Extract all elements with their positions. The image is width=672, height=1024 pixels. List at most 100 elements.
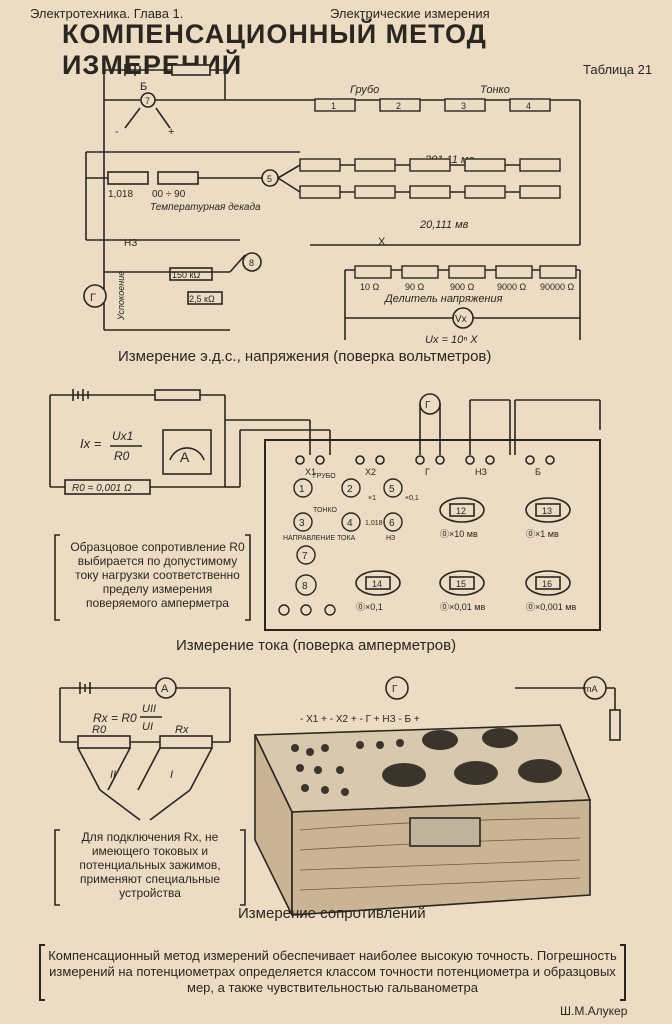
terminal-post [315,455,325,465]
panel-direction: НАПРАВЛЕНИЕ ТОКА [283,535,356,542]
terminal-post [375,455,385,465]
panel-nz: НЗ [386,535,395,542]
svg-text:4: 4 [526,101,531,111]
svg-text:5: 5 [267,174,272,184]
terminal-post [415,455,425,465]
svg-text:2: 2 [396,101,401,111]
terminal-label: Б [535,467,541,477]
note-r0: Образцовое сопротивление R0 выбирается п… [70,540,245,610]
divider-value: 900 Ω [450,282,475,292]
resistor-rheostat [171,64,211,76]
temperature-decade-label: Температурная декада [150,202,261,213]
potentiometer-panel [264,439,601,631]
knob-label: ⓪×0,1 [356,602,383,612]
knob-label: ⓪×0,001 мв [526,602,576,612]
svg-text:7: 7 [302,551,308,562]
svg-text:Г: Г [392,684,398,695]
terminal-post [525,455,535,465]
current-formula-den: R0 [114,449,130,463]
svg-text:8: 8 [249,258,254,268]
svg-text:-: - [115,126,119,138]
potentiometer-box-front [291,799,591,916]
footer-text: Компенсационный метод измерений обеспечи… [48,948,617,995]
coarse-label: Грубо [350,84,379,96]
ux-formula: Ux = 10ⁿ X [425,334,478,346]
knob-window [449,503,475,517]
voltmeter-label: Vx [455,314,467,325]
knob-number: 12 [456,506,466,516]
knob-label: ⓪×0,01 мв [440,602,485,612]
r0-3-label: R0 [92,724,107,736]
knob-number: 16 [542,579,552,589]
diagram-resistance-measurement: A Rx = R0 UII UI R0 Rx II I Г mA - X1 + … [54,676,621,916]
r0-label: R0 = 0,001 Ω [72,483,132,494]
rx-formula: Rx = R0 [93,711,137,725]
x-label: X [378,236,386,248]
svg-text:5: 5 [389,484,395,495]
knob-number: 14 [372,579,382,589]
knob-window [535,576,561,590]
chapter-label: Электротехника. Глава 1. [30,6,184,21]
knob-label: ⓪×10 мв [440,529,478,539]
caption-emf: Измерение э.д.с., напряжения (поверка во… [118,348,492,365]
caption-current: Измерение тока (поверка амперметров) [176,637,457,654]
svg-text:Г: Г [425,400,431,411]
current-formula-left: Ix = [80,436,102,451]
panel-x1: ×1 [368,495,376,502]
damping-label: Успокоение [116,271,126,321]
resistor-25k: 2,5 кΩ [189,294,215,304]
terminal-post [355,455,365,465]
svg-text:6: 6 [389,518,395,529]
svg-text:1: 1 [331,101,336,111]
svg-text:3: 3 [461,101,466,111]
knob-window [449,576,475,590]
terminal-post [485,455,495,465]
fine-label: Тонко [480,84,510,96]
knob-label: ⓪×1 мв [526,529,559,539]
galvanometer-label: Г [90,292,96,304]
section-label: Электрические измерения [330,6,490,21]
divider-value: 10 Ω [360,282,380,292]
ammeter3-label: A [161,683,169,695]
knob-window [365,576,391,590]
node-I-label: I [170,769,173,781]
svg-text:4: 4 [347,518,353,529]
terminal-label: Г [425,467,430,477]
voltmeter-symbol [452,307,474,329]
panel-x01: ×0,1 [405,495,419,502]
panel-1018: 1,018 [365,520,383,527]
divider-value: 90000 Ω [540,282,575,292]
knob-number: 15 [456,579,466,589]
nz-label: НЗ [124,238,137,249]
panel-coarse: ГРУБО [313,473,336,480]
svg-text:2: 2 [347,484,353,495]
rx-formula-den: UI [142,721,153,733]
node-II-label: II [110,769,116,781]
svg-text:8: 8 [302,581,308,592]
table-number: Таблица 21 [583,62,653,77]
terminal-post [295,455,305,465]
diagram-emf-measurement: Б 7 - + 1 2 3 4 Грубо Тонко 1,018 00 ÷ 9… [83,64,581,346]
galvanometer-symbol [83,284,107,308]
rx-3-label: Rx [175,724,189,736]
svg-text:1: 1 [299,484,305,495]
terminal-label: НЗ [475,467,487,477]
svg-text:+: + [168,126,174,138]
divider-values: 10 Ω 90 Ω 900 Ω 9000 Ω 90000 Ω [360,282,575,292]
author-signature: Ш.М.Алукер [560,1004,628,1018]
knob-window [535,503,561,517]
divider-value: 9000 Ω [497,282,527,292]
terminal-post [435,455,445,465]
ammeter-circle [155,677,177,699]
svg-text:3: 3 [299,518,305,529]
current-formula-num: Ux1 [112,429,133,443]
terminal-label: X1 [305,467,316,477]
milliammeter-label: mA [584,684,598,694]
ammeter-body [162,429,212,475]
terminal-post [465,455,475,465]
divider-value: 90 Ω [405,282,425,292]
